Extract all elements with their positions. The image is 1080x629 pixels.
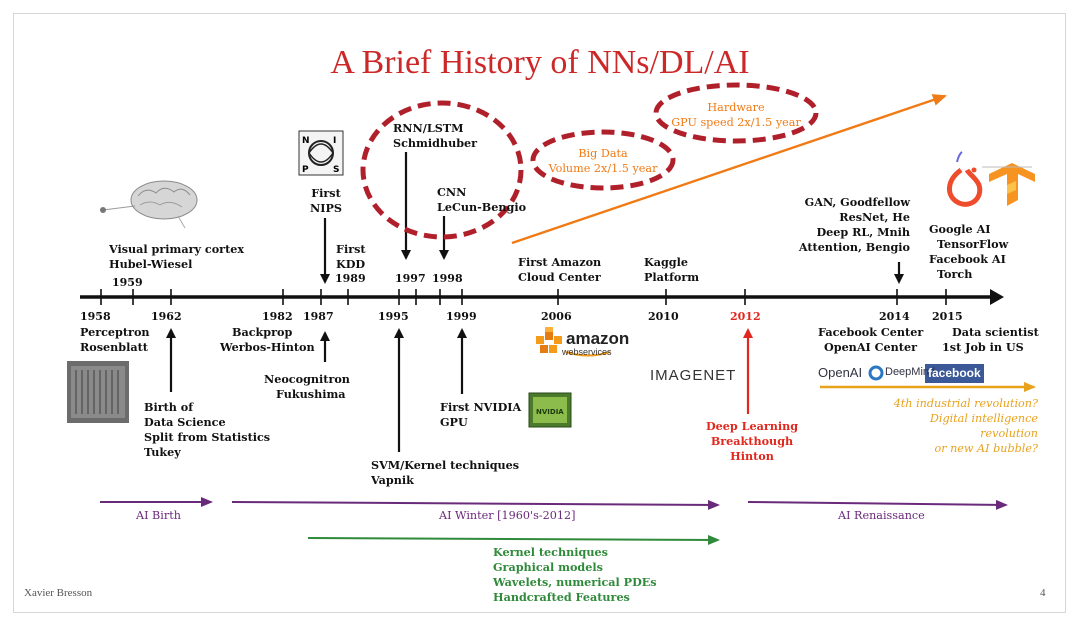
svg-text:S: S (333, 165, 339, 175)
nips-logo: N I P S (298, 130, 344, 176)
svg-text:N: N (302, 136, 310, 146)
era-winter-methods: Kernel techniques Graphical models Wavel… (493, 545, 657, 604)
event-google-facebook-ai: Google AI TensorFlow Facebook AI Torch (929, 222, 1009, 281)
slide-title: A Brief History of NNs/DL/AI (330, 44, 750, 81)
event-backprop: Backprop Werbos-Hinton (220, 325, 315, 354)
year-label-1958: 1958 (80, 310, 111, 323)
event-visual-cortex: Visual primary cortex Hubel-Wiesel (109, 242, 245, 271)
era-ai-birth: AI Birth (136, 509, 181, 522)
year-label-1999: 1999 (446, 310, 477, 323)
event-first-nips: First NIPS (310, 186, 342, 215)
callout-big-data: Big Data Volume 2x/1.5 year (548, 147, 658, 175)
year-label-2014: 2014 (879, 310, 910, 323)
amazon-logo-cubes (536, 327, 562, 353)
brain-image (100, 180, 198, 229)
event-data-science: Birth of Data Science Split from Statist… (144, 400, 271, 459)
year-label-2012: 2012 (730, 310, 761, 323)
page-number: 4 (1040, 587, 1046, 599)
year-label-1998: 1998 (432, 272, 463, 285)
amazon-smile-icon (565, 351, 611, 357)
event-perceptron: Perceptron Rosenblatt (80, 325, 150, 354)
event-first-nvidia: First NVIDIA GPU (440, 400, 522, 429)
event-first-kdd: First KDD (336, 242, 366, 271)
event-neocognitron: Neocognitron Fukushima (264, 372, 350, 401)
era-ai-winter: AI Winter [1960's-2012] (439, 509, 576, 522)
year-label-1982: 1982 (262, 310, 293, 323)
event-data-scientist: Data scientist 1st Job in US (942, 325, 1039, 354)
event-rnn-lstm: RNN/LSTM Schmidhuber (393, 121, 478, 150)
svg-text:I: I (333, 136, 336, 146)
year-label-1997: 1997 (395, 272, 426, 285)
event-kaggle: Kaggle Platform (644, 255, 700, 284)
event-cnn: CNN LeCun-Bengio (437, 185, 527, 214)
year-label-1995: 1995 (378, 310, 409, 323)
deepmind-icon (868, 365, 884, 381)
main-timeline-axis (80, 289, 1004, 305)
event-gan-resnet-rl-attention: GAN, Goodfellow ResNet, He Deep RL, Mnih… (798, 195, 910, 254)
event-svm: SVM/Kernel techniques Vapnik (371, 458, 520, 487)
year-label-2006: 2006 (541, 310, 572, 323)
amazon-logo-text: amazon (566, 329, 630, 348)
callout-future-questions: 4th industrial revolution? Digital intel… (893, 397, 1038, 455)
year-label-1987: 1987 (303, 310, 334, 323)
year-label-1989: 1989 (335, 272, 366, 285)
author-footer: Xavier Bresson (24, 587, 93, 599)
ai-winter-arrow (231, 499, 720, 510)
event-deep-learning: Deep Learning Breakthough Hinton (705, 419, 799, 463)
facebook-logo-bg (925, 364, 984, 383)
winter-methods-arrow (307, 534, 720, 545)
year-label-2015: 2015 (932, 310, 963, 323)
era-ai-renaissance: AI Renaissance (838, 509, 925, 522)
nvidia-card-image: NVIDIA (528, 392, 572, 428)
svg-text:P: P (302, 165, 309, 175)
facebook-logo: facebook (928, 366, 981, 380)
slide-frame (13, 13, 1066, 613)
big-data-ellipse (530, 129, 676, 191)
svg-text:NVIDIA: NVIDIA (536, 408, 564, 416)
event-amazon-cloud: First Amazon Cloud Center (518, 255, 602, 284)
tensorflow-icon (982, 163, 1035, 206)
year-label-2010: 2010 (648, 310, 679, 323)
rnn-cnn-highlight-ellipse (360, 100, 524, 240)
deepmind-logo: DeepMind (885, 366, 936, 378)
pytorch-flame-icon (947, 151, 983, 207)
event-facebook-openai-centers: Facebook Center OpenAI Center (818, 325, 924, 354)
year-label-1962: 1962 (151, 310, 182, 323)
perceptron-machine-image (67, 361, 129, 423)
year-label-1959: 1959 (112, 276, 143, 289)
ai-renaissance-arrow (747, 499, 1008, 510)
openai-logo: OpenAI (818, 365, 863, 380)
imagenet-logo: IMAGENET (650, 367, 737, 384)
amazon-webservices-text: webservices (562, 347, 612, 357)
growth-arrow (511, 94, 947, 245)
callout-hardware: Hardware GPU speed 2x/1.5 year (671, 101, 801, 129)
hardware-ellipse (653, 82, 819, 144)
